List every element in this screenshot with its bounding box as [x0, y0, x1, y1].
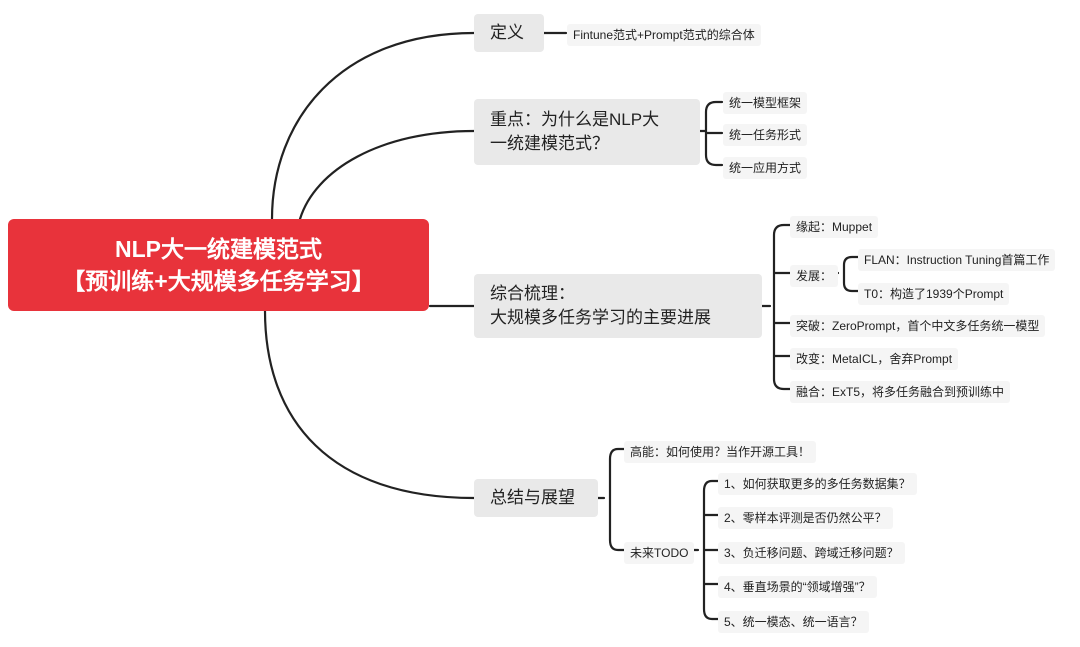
bracket-focus — [698, 100, 724, 167]
focus-item-2[interactable]: 统一任务形式 — [723, 124, 808, 146]
branch-definition-title: 定义 — [490, 23, 524, 42]
bracket-review — [760, 223, 792, 391]
development-item-1[interactable]: FLAN：Instruction Tuning首篇工作 — [858, 249, 1056, 271]
todo-item-2[interactable]: 2、零样本评测是否仍然公平？ — [718, 507, 893, 529]
todo-item-1[interactable]: 1、如何获取更多的多任务数据集？ — [718, 473, 917, 495]
branch-review[interactable]: 综合梳理： 大规模多任务学习的主要进展 — [474, 274, 762, 338]
branch-review-title-line2: 大规模多任务学习的主要进展 — [490, 308, 711, 327]
root-title-line2: 【预训练+大规模多任务学习】 — [62, 268, 375, 294]
focus-item-1[interactable]: 统一模型框架 — [723, 92, 808, 114]
link-root-focus — [298, 129, 476, 221]
todo-item-4[interactable]: 4、垂直场景的“领域增强”？ — [718, 576, 877, 598]
summary-efficiency[interactable]: 高能：如何使用？当作开源工具！ — [624, 441, 817, 463]
bracket-todo — [688, 479, 720, 621]
link-root-summary — [263, 309, 476, 500]
bracket-summary — [596, 447, 626, 552]
review-development[interactable]: 发展： — [790, 265, 839, 287]
link-root-definition — [270, 31, 476, 221]
todo-item-3[interactable]: 3、负迁移问题、跨域迁移问题？ — [718, 542, 905, 564]
development-item-2[interactable]: T0：构造了1939个Prompt — [858, 283, 1010, 305]
review-origin[interactable]: 缘起：Muppet — [790, 216, 879, 238]
focus-item-3[interactable]: 统一应用方式 — [723, 157, 808, 179]
branch-focus-title-line1: 重点：为什么是NLP大 — [490, 110, 660, 129]
summary-todo[interactable]: 未来TODO — [624, 542, 695, 564]
review-fusion[interactable]: 融合：ExT5，将多任务融合到预训练中 — [790, 381, 1011, 403]
branch-summary[interactable]: 总结与展望 — [474, 479, 598, 517]
branch-review-title-line1: 综合梳理： — [490, 284, 575, 303]
root-title-line1: NLP大一统建模范式 — [115, 236, 322, 262]
todo-item-5[interactable]: 5、统一模态、统一语言？ — [718, 611, 869, 633]
review-breakthrough[interactable]: 突破：ZeroPrompt，首个中文多任务统一模型 — [790, 315, 1046, 337]
branch-definition[interactable]: 定义 — [474, 14, 544, 52]
branch-focus-title-line2: 一统建模范式？ — [490, 134, 609, 153]
definition-item[interactable]: Fintune范式+Prompt范式的综合体 — [567, 24, 761, 46]
branch-focus[interactable]: 重点：为什么是NLP大 一统建模范式？ — [474, 99, 700, 165]
root-node[interactable]: NLP大一统建模范式 【预训练+大规模多任务学习】 — [8, 219, 429, 311]
branch-summary-title: 总结与展望 — [490, 488, 575, 507]
review-change[interactable]: 改变：MetaICL，舍弃Prompt — [790, 348, 959, 370]
